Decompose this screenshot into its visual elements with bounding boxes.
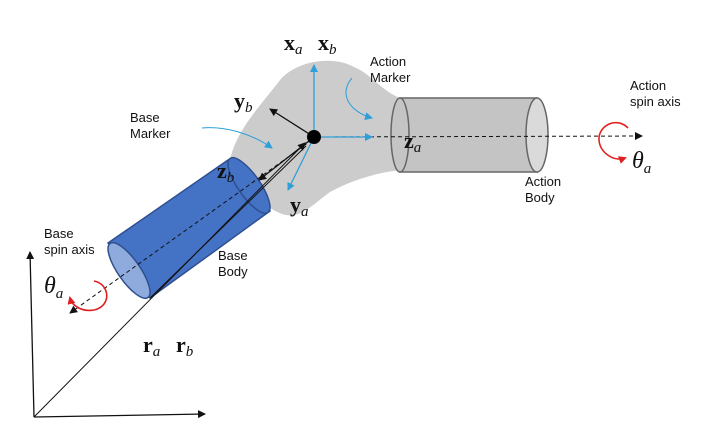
base-marker-pointer <box>201 127 273 149</box>
action-marker-label: Action Marker <box>370 54 411 85</box>
theta-base-label: θa <box>44 273 63 302</box>
theta-action-label: θa <box>632 148 651 177</box>
action-marker-vectors <box>287 64 373 191</box>
base-marker-vectors <box>258 108 315 181</box>
vector-label-ra: ra <box>143 332 160 360</box>
base-spin-axis-line <box>69 139 313 314</box>
base-body-label: Base Body <box>218 248 251 279</box>
vector-label-za: za <box>404 128 421 156</box>
action-spin-arrow <box>598 122 629 164</box>
base-spin-arrow <box>67 280 108 312</box>
action-body-label: Action Body <box>525 174 565 205</box>
action-marker-pointer <box>345 77 373 121</box>
vector-label-ya: ya <box>290 192 309 220</box>
action-spin-axis-line <box>313 132 643 141</box>
action-body-cylinder <box>390 97 549 173</box>
vector-label-zb: zb <box>217 158 235 186</box>
vector-label-rb: rb <box>176 332 194 360</box>
vector-label-xb: xb <box>318 30 337 58</box>
base-marker-label: Base Marker <box>130 110 171 141</box>
base-body-cylinder <box>106 156 272 300</box>
vector-label-xa: xa <box>284 30 303 58</box>
position-vectors <box>33 142 307 418</box>
world-axes <box>26 251 206 419</box>
vector-label-yb: yb <box>234 88 253 116</box>
marker-origin-dot <box>307 130 321 144</box>
base-spin-axis-label: Base spin axis <box>44 226 95 257</box>
action-spin-axis-label: Action spin axis <box>630 78 681 109</box>
